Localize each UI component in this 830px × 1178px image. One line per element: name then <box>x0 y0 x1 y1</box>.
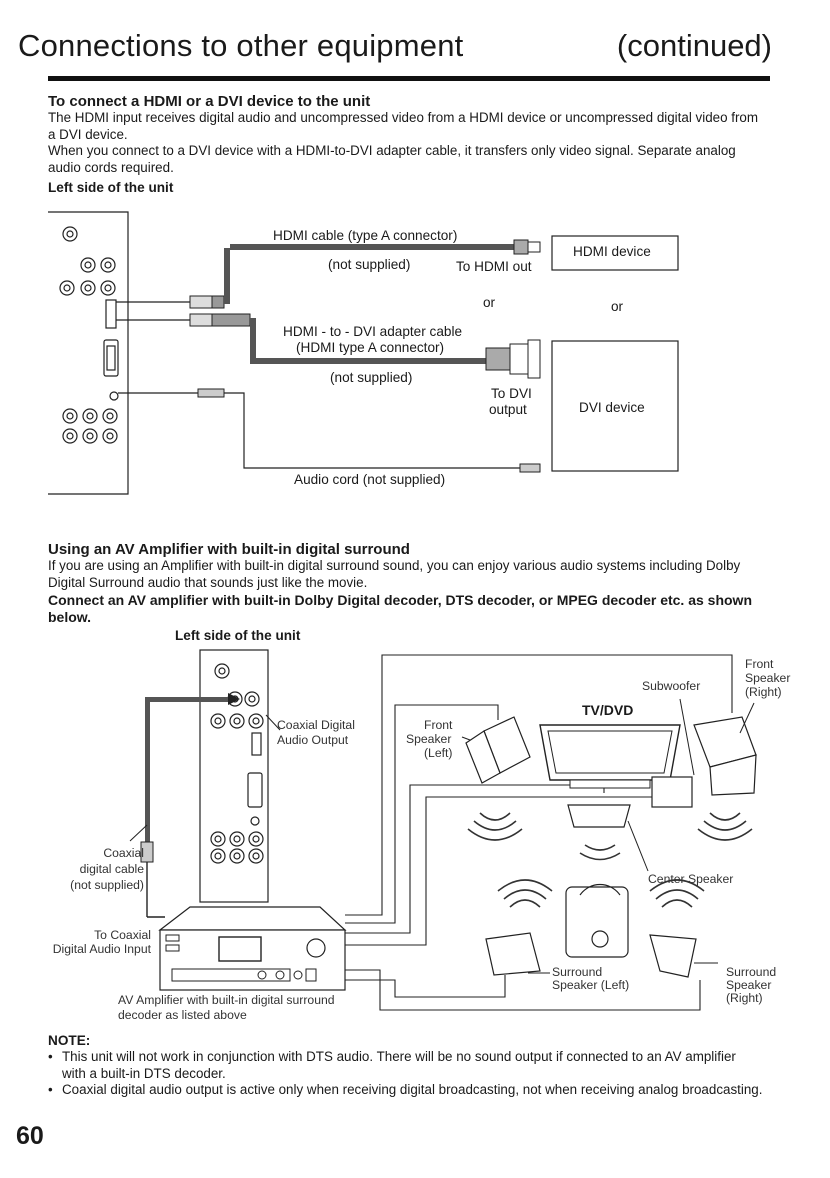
or-label-2: or <box>611 299 624 314</box>
amp-left-side-label: Left side of the unit <box>175 628 301 643</box>
audio-cord <box>118 388 541 473</box>
note-item: Coaxial digital audio output is active o… <box>48 1082 763 1099</box>
hdmi-connection-diagram: HDMI cable (type A connector) (not suppl… <box>0 200 830 500</box>
av-amplifier <box>158 906 347 991</box>
front-right-label-3: (Right) <box>745 685 782 699</box>
sound-waves <box>467 812 753 908</box>
note-heading: NOTE: <box>48 1033 91 1048</box>
front-left-label-3: (Left) <box>424 746 453 760</box>
surround-right-label-2: Speaker <box>726 978 772 992</box>
surround-right-label-1: Surround <box>726 965 777 979</box>
hdmi-cable <box>116 239 541 309</box>
hdmi-cable-label: HDMI cable (type A connector) <box>273 228 458 243</box>
speakers <box>465 716 757 978</box>
av-amplifier-diagram: Coaxial Digital Audio Output Coaxial dig… <box>0 645 830 1025</box>
coaxial-output-label-2: Audio Output <box>277 733 349 747</box>
unit-side-panel <box>48 211 129 495</box>
note-item: This unit will not work in conjunction w… <box>48 1049 763 1082</box>
to-coaxial-label-2: Digital Audio Input <box>52 942 151 956</box>
adapter-cable-label: HDMI - to - DVI adapter cable <box>283 324 463 339</box>
page-number: 60 <box>16 1122 44 1150</box>
hdmi-para-2: When you connect to a DVI device with a … <box>48 143 736 175</box>
amp-para: If you are using an Amplifier with built… <box>48 558 741 590</box>
hdmi-dvi-adapter-cable <box>116 313 541 379</box>
listener <box>565 883 629 958</box>
surround-left-label-2: Speaker (Left) <box>552 978 630 992</box>
amp-section-heading: Using an AV Amplifier with built-in digi… <box>48 541 410 558</box>
amp-diagram-drawing <box>129 649 757 1011</box>
coaxial-cable-label-1: Coaxial <box>103 846 144 860</box>
hdmi-para-1: The HDMI input receives digital audio an… <box>48 110 759 142</box>
or-label-1: or <box>483 295 496 310</box>
coaxial-cable <box>129 693 281 918</box>
page-title-continued: (continued) <box>616 28 772 63</box>
page-title: Connections to other equipment <box>18 28 464 63</box>
hdmi-not-supplied-label: (not supplied) <box>328 257 411 272</box>
hdmi-section-heading: To connect a HDMI or a DVI device to the… <box>48 93 371 110</box>
coaxial-output-label-1: Coaxial Digital <box>277 718 355 732</box>
dvi-device-label: DVI device <box>579 400 645 415</box>
to-dvi-label: To DVI <box>491 386 532 401</box>
unit-jacks <box>59 226 119 444</box>
surround-left-label-1: Surround <box>552 965 603 979</box>
front-left-label-1: Front <box>424 718 453 732</box>
audio-cord-label: Audio cord (not supplied) <box>294 472 446 487</box>
hdmi-left-side-label: Left side of the unit <box>48 180 174 195</box>
front-right-label-2: Speaker <box>745 671 791 685</box>
to-hdmi-out-label: To HDMI out <box>456 259 532 274</box>
center-speaker-label: Center Speaker <box>648 872 734 886</box>
front-left-label-2: Speaker <box>406 732 452 746</box>
front-right-label-1: Front <box>745 657 774 671</box>
hdmi-device-label: HDMI device <box>573 244 651 259</box>
dvi-output-label: output <box>489 402 527 417</box>
surround-right-label-3: (Right) <box>726 991 763 1005</box>
coaxial-cable-label-2: digital cable <box>79 862 144 876</box>
tvdvd-label: TV/DVD <box>582 702 634 718</box>
amp-label-2: decoder as listed above <box>118 1008 247 1022</box>
coaxial-cable-label-3: (not supplied) <box>70 878 144 892</box>
amp-instruction: Connect an AV amplifier with built-in Do… <box>48 592 752 625</box>
subwoofer-label: Subwoofer <box>642 679 701 693</box>
unit-side-panel-2 <box>199 649 269 903</box>
dvi-device-box <box>551 340 679 472</box>
amp-label-1: AV Amplifier with built-in digital surro… <box>118 993 335 1007</box>
hdmi-diagram-drawing <box>48 211 679 495</box>
adapter-not-supplied-label: (not supplied) <box>330 370 413 385</box>
title-rule <box>48 76 770 81</box>
callout-lines <box>461 698 755 974</box>
adapter-connector-label: (HDMI type A connector) <box>296 340 445 355</box>
note-list: This unit will not work in conjunction w… <box>48 1049 763 1099</box>
to-coaxial-label-1: To Coaxial <box>94 928 151 942</box>
hdmi-device-box <box>551 235 679 271</box>
